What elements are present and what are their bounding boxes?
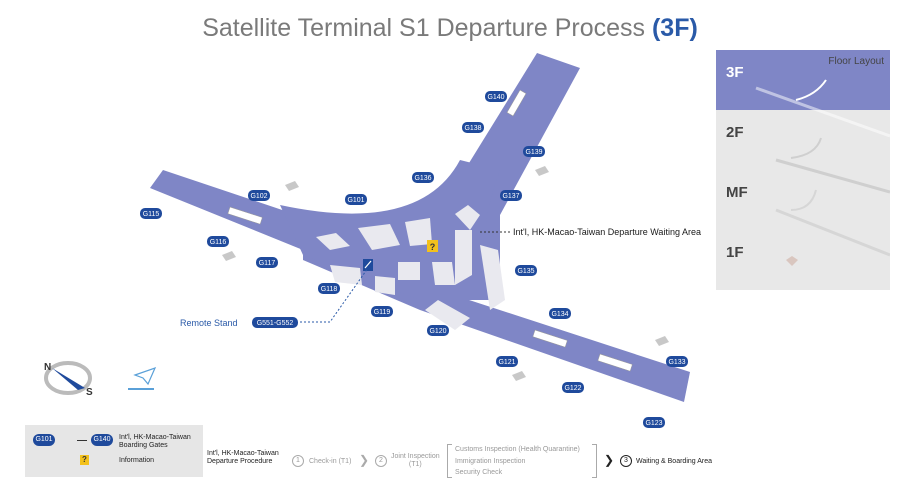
inner-buildings xyxy=(316,205,505,330)
step-2-text: Joint Inspection (T1) xyxy=(391,453,440,468)
svg-text:G120: G120 xyxy=(429,328,446,335)
gate-badge[interactable]: G134 xyxy=(549,308,571,319)
gate-badge[interactable]: G139 xyxy=(523,146,545,157)
gate-badge[interactable]: G117 xyxy=(256,257,278,268)
svg-text:G134: G134 xyxy=(551,311,568,318)
floor-label: 3F xyxy=(726,64,744,81)
gate-badge[interactable]: G102 xyxy=(248,190,270,201)
floor-row-3f[interactable]: 3F xyxy=(716,50,890,110)
step-3-number: 3 xyxy=(620,455,632,467)
svg-text:G101: G101 xyxy=(347,197,364,204)
legend-dash xyxy=(77,440,87,441)
svg-text:N: N xyxy=(44,362,51,373)
svg-text:G135: G135 xyxy=(517,268,534,275)
remote-stand-label: Remote Stand xyxy=(180,318,238,328)
gate-badge[interactable]: G135 xyxy=(515,265,537,276)
svg-text:G138: G138 xyxy=(464,125,481,132)
svg-text:G116: G116 xyxy=(210,239,227,246)
svg-text:G136: G136 xyxy=(414,175,431,182)
title-main: Satellite Terminal S1 Departure Process xyxy=(202,14,646,42)
aircraft-icon xyxy=(535,166,549,176)
gate-badge[interactable]: G118 xyxy=(318,283,340,294)
svg-text:?: ? xyxy=(430,242,436,252)
bracket xyxy=(447,444,452,478)
svg-text:G115: G115 xyxy=(143,211,160,218)
step-1-text: Check-in (T1) xyxy=(309,458,352,465)
floor-label: MF xyxy=(726,184,748,201)
floor-row-mf[interactable]: MF xyxy=(716,170,890,230)
aircraft-icon xyxy=(655,336,669,346)
svg-text:G102: G102 xyxy=(250,193,267,200)
legend-info-text: Information xyxy=(119,457,155,464)
aircraft-icon xyxy=(285,181,299,191)
remote-stand-leader xyxy=(300,267,369,323)
bracket-close xyxy=(592,444,597,478)
gate-badge[interactable]: G140 xyxy=(485,91,507,102)
gate-badge[interactable]: G121 xyxy=(496,356,518,367)
svg-text:G133: G133 xyxy=(668,359,685,366)
legend-gate-badge-from: G101 xyxy=(33,434,55,446)
legend-gates-text: Int'l, HK-Macao-Taiwan Boarding Gates xyxy=(119,434,191,449)
svg-text:G551-G552: G551-G552 xyxy=(257,320,294,327)
floor-layout-panel: 3F 2F MF 1F Floor Layout xyxy=(716,50,890,290)
step-3-text: Waiting & Boarding Area xyxy=(636,458,713,465)
floor-label: 2F xyxy=(726,124,744,141)
svg-text:G139: G139 xyxy=(525,149,542,156)
step-2-sub-1: Customs Inspection (Health Quarantine) xyxy=(455,446,580,453)
gate-badge[interactable]: G101 xyxy=(345,194,367,205)
step-2-sub-2: Immigration Inspection xyxy=(455,458,526,465)
svg-text:G117: G117 xyxy=(259,260,276,267)
gate-badges: G140 G138 G139 G136 G137 G101 G102 G115 … xyxy=(140,91,688,428)
floor-label: 1F xyxy=(726,244,744,261)
aircraft-icon xyxy=(222,251,236,261)
floor-layout-title: Floor Layout xyxy=(828,56,884,67)
svg-text:G140: G140 xyxy=(487,94,504,101)
waiting-area-label: Int'l, HK-Macao-Taiwan Departure Waiting… xyxy=(513,227,701,237)
title-floor: (3F) xyxy=(651,14,698,42)
legend: G101 G140 Int'l, HK-Macao-Taiwan Boardin… xyxy=(25,425,203,477)
step-2-sub-3: Security Check xyxy=(455,469,503,476)
gate-badge[interactable]: G138 xyxy=(462,122,484,133)
svg-text:G122: G122 xyxy=(564,385,581,392)
gate-badge[interactable]: G551-G552 xyxy=(252,317,298,328)
information-marker[interactable]: ? xyxy=(427,240,438,252)
legend-gate-badge-to: G140 xyxy=(91,434,113,446)
svg-text:G119: G119 xyxy=(374,309,391,316)
floor-thumbnails xyxy=(755,79,890,266)
remote-stand-marker[interactable] xyxy=(363,259,373,271)
step-2-number: 2 xyxy=(375,455,387,467)
svg-text:G137: G137 xyxy=(502,193,519,200)
gate-badge[interactable]: G119 xyxy=(371,306,393,317)
legend-info-icon: ? xyxy=(80,455,89,465)
page-title: Satellite Terminal S1 Departure Process … xyxy=(0,14,900,43)
svg-text:G118: G118 xyxy=(321,286,338,293)
gate-badge[interactable]: G123 xyxy=(643,417,665,428)
chevron-right-icon: ❯ xyxy=(604,453,615,467)
gate-badge[interactable]: G120 xyxy=(427,325,449,336)
airport-logo-icon xyxy=(128,366,157,390)
aircraft-icons xyxy=(222,166,669,381)
chevron-right-icon: ❯ xyxy=(359,453,370,467)
floor-row-1f[interactable]: 1F xyxy=(716,230,890,290)
svg-text:S: S xyxy=(86,387,93,398)
piers xyxy=(227,89,633,372)
gate-badge[interactable]: G115 xyxy=(140,208,162,219)
gate-badge[interactable]: G116 xyxy=(207,236,229,247)
compass: N S xyxy=(44,361,93,398)
gate-badge[interactable]: G122 xyxy=(562,382,584,393)
aircraft-icon xyxy=(512,371,526,381)
floor-row-2f[interactable]: 2F xyxy=(716,110,890,170)
gate-badge[interactable]: G136 xyxy=(412,172,434,183)
process-title: Int'l, HK-Macao-Taiwan Departure Procedu… xyxy=(207,450,279,465)
svg-text:G123: G123 xyxy=(645,420,662,427)
step-1-number: 1 xyxy=(292,455,304,467)
svg-text:G121: G121 xyxy=(498,359,515,366)
north-arrow-icon xyxy=(52,368,85,390)
gate-badge[interactable]: G133 xyxy=(666,356,688,367)
gate-badge[interactable]: G137 xyxy=(500,190,522,201)
